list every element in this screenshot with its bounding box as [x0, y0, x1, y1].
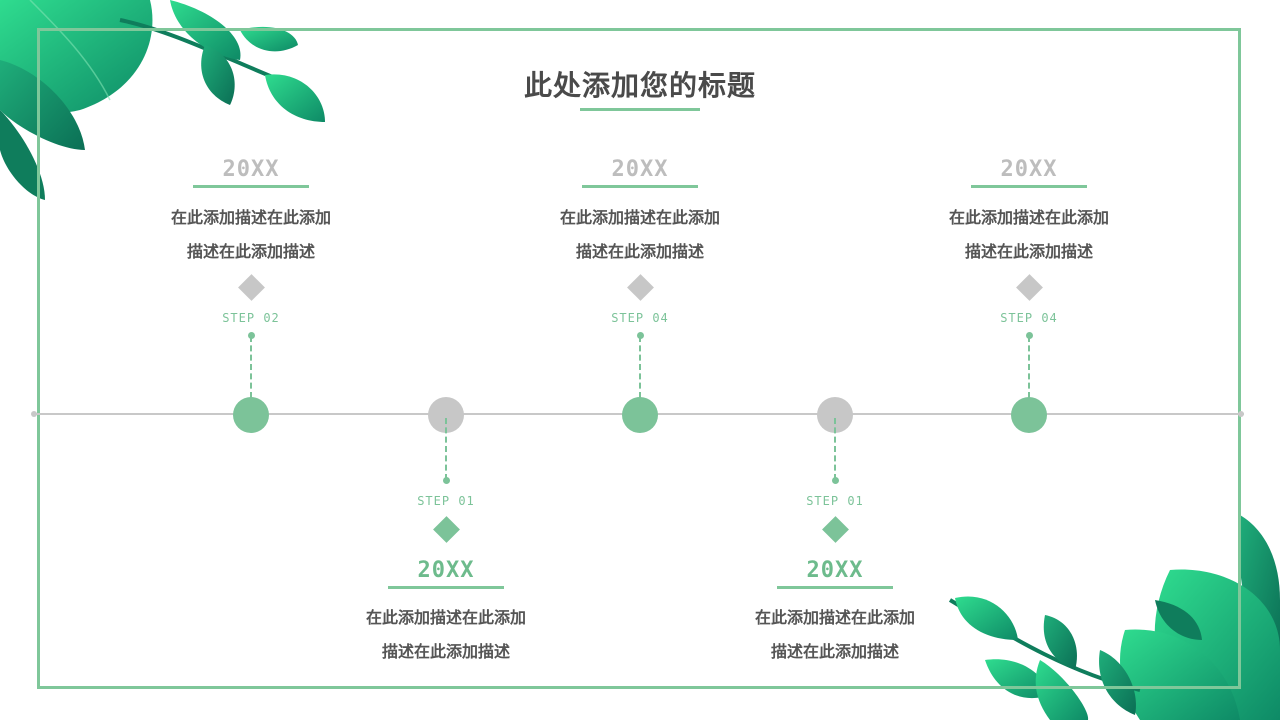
timeline-connector — [639, 336, 641, 398]
year-label: 20XX — [1000, 157, 1058, 182]
step-label: STEP 04 — [1000, 311, 1058, 325]
description-line-1: 在此添加描述在此添加 — [170, 208, 331, 227]
year-underline — [193, 185, 309, 188]
year-label: 20XX — [611, 157, 669, 182]
timeline-connector — [445, 418, 447, 480]
timeline-start-cap — [31, 411, 37, 417]
timeline-node — [233, 397, 269, 433]
connector-end-dot — [442, 477, 450, 484]
description-line-2: 描述在此添加描述 — [964, 242, 1093, 261]
leaves-bottom-right-decoration — [948, 515, 1280, 720]
timeline-node — [1011, 397, 1047, 433]
timeline-connector — [1028, 336, 1030, 398]
connector-end-dot — [831, 477, 839, 484]
description-line-2: 描述在此添加描述 — [381, 642, 510, 661]
year-label: 20XX — [806, 558, 864, 583]
step-label: STEP 01 — [417, 494, 475, 508]
connector-end-dot — [247, 332, 255, 339]
year-underline — [971, 185, 1087, 188]
timeline-node — [622, 397, 658, 433]
content-frame — [37, 28, 1241, 689]
year-label: 20XX — [417, 558, 475, 583]
description-line-1: 在此添加描述在此添加 — [559, 208, 720, 227]
description-line-1: 在此添加描述在此添加 — [365, 608, 526, 627]
description-line-1: 在此添加描述在此添加 — [754, 608, 915, 627]
description-line-2: 描述在此添加描述 — [575, 242, 704, 261]
connector-end-dot — [1025, 332, 1033, 339]
timeline-connector — [250, 336, 252, 398]
connector-end-dot — [636, 332, 644, 339]
description-line-2: 描述在此添加描述 — [770, 642, 899, 661]
step-label: STEP 02 — [222, 311, 280, 325]
timeline-connector — [834, 418, 836, 480]
step-label: STEP 04 — [611, 311, 669, 325]
year-underline — [388, 586, 504, 589]
description-line-1: 在此添加描述在此添加 — [948, 208, 1109, 227]
title-underline — [580, 108, 700, 111]
description-line-2: 描述在此添加描述 — [186, 242, 315, 261]
year-underline — [777, 586, 893, 589]
year-label: 20XX — [222, 157, 280, 182]
year-underline — [582, 185, 698, 188]
timeline-end-cap — [1238, 411, 1244, 417]
step-label: STEP 01 — [806, 494, 864, 508]
page-title: 此处添加您的标题 — [523, 69, 756, 102]
